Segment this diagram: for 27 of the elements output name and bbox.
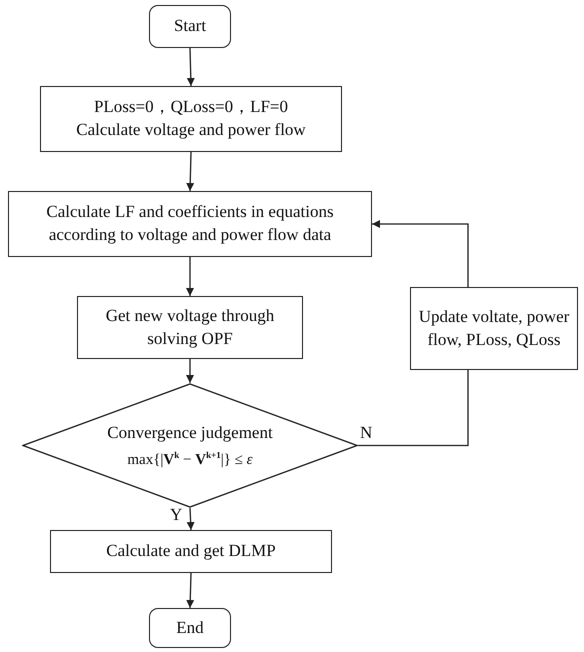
process-box bbox=[410, 287, 578, 370]
process-box bbox=[40, 86, 342, 152]
node-text: PLoss=0，QLoss=0，LF=0 bbox=[94, 96, 288, 118]
process-box bbox=[50, 530, 332, 573]
process-box bbox=[77, 296, 303, 359]
node-text: Update voltate, power flow, PLoss, QLoss bbox=[418, 306, 570, 350]
terminal-box bbox=[149, 608, 231, 648]
process-box bbox=[8, 191, 372, 257]
edge-label: N bbox=[360, 424, 372, 440]
decision-diamond bbox=[22, 383, 358, 508]
arrow bbox=[186, 572, 194, 608]
arrow bbox=[186, 48, 195, 86]
arrow bbox=[186, 152, 194, 192]
arrow bbox=[372, 220, 469, 287]
formula-text: max{|V$^{k}$ − V$^{k+1}$|} ≤ ε bbox=[127, 450, 253, 470]
node-text: End bbox=[176, 616, 204, 639]
node-text: Convergence judgement bbox=[107, 422, 273, 444]
terminal-box bbox=[149, 5, 231, 48]
node-text: Calculate voltage and power flow bbox=[76, 119, 306, 141]
node-text: Start bbox=[174, 15, 206, 38]
arrow bbox=[186, 508, 195, 530]
node-text: Calculate and get DLMP bbox=[106, 540, 276, 562]
edge-label: Y bbox=[170, 506, 182, 523]
arrow bbox=[186, 359, 194, 383]
node-text: Get new voltage through solving OPF bbox=[104, 304, 276, 350]
node-text: Calculate LF and coefficients in equations according to voltage and power flow data bbox=[45, 201, 335, 246]
arrow bbox=[186, 257, 194, 296]
